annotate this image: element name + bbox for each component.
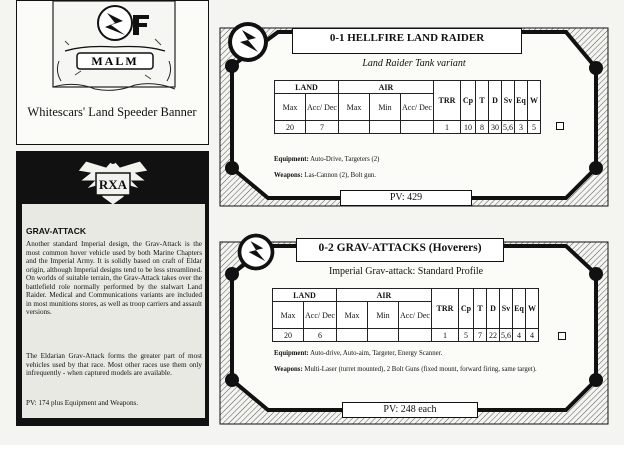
value-acc: 7 bbox=[305, 120, 339, 134]
equipment-label: Equipment: bbox=[274, 156, 309, 163]
header-w: W bbox=[527, 80, 541, 121]
header-w: W bbox=[525, 288, 539, 329]
checkbox-square bbox=[558, 332, 566, 340]
header-sv: Sv bbox=[501, 80, 515, 121]
value-cp: 5 bbox=[458, 328, 474, 342]
stats-table: LAND AIR TRR Cp T D Sv Eq W Max Acc/ Dec… bbox=[274, 80, 541, 134]
value-acc: 6 bbox=[303, 328, 337, 342]
value-air-max bbox=[336, 328, 368, 342]
card-title: 0-2 GRAV-ATTACKS (Hoverers) bbox=[318, 242, 482, 254]
banner-panel: MALM Whitescars' Land Speeder Banner bbox=[16, 0, 209, 145]
banner-flag-text: MALM bbox=[91, 54, 138, 68]
eagle-emblem-icon: RXA bbox=[77, 158, 149, 206]
equipment-text: Auto-Drive, Targeters (2) bbox=[310, 156, 380, 163]
card-subtitle: Land Raider Tank variant bbox=[362, 58, 466, 69]
header-air-max: Max bbox=[338, 93, 370, 121]
banner-caption: Whitescars' Land Speeder Banner bbox=[27, 105, 197, 119]
info-title: GRAV-ATTACK bbox=[26, 226, 86, 236]
equipment-label: Equipment: bbox=[274, 350, 309, 357]
value-eq: 3 bbox=[514, 120, 528, 134]
info-panel: RXA GRAV-ATTACK Another standard Imperia… bbox=[16, 151, 209, 426]
header-air: AIR bbox=[336, 288, 432, 302]
profile-card-hellfire: 0-1 HELLFIRE LAND RAIDER Land Raider Tan… bbox=[218, 18, 610, 216]
page-bottom-margin bbox=[0, 445, 624, 459]
info-paragraph-1: Another standard Imperial design, the Gr… bbox=[26, 240, 202, 316]
value-air-acc bbox=[400, 120, 434, 134]
value-trr: 1 bbox=[431, 328, 459, 342]
card-title: 0-1 HELLFIRE LAND RAIDER bbox=[329, 32, 485, 44]
equipment-line: Equipment: Auto-Drive, Targeters (2) bbox=[274, 156, 379, 163]
value-eq: 4 bbox=[512, 328, 526, 342]
header-air-min: Min bbox=[367, 301, 399, 329]
value-max: 20 bbox=[274, 120, 306, 134]
value-air-min bbox=[369, 120, 401, 134]
card-pv: PV: 248 each bbox=[342, 402, 478, 418]
value-sv: 5,6 bbox=[499, 328, 513, 342]
card-subtitle: Imperial Grav-attack: Standard Profile bbox=[328, 266, 484, 277]
value-air-acc bbox=[398, 328, 432, 342]
info-paragraph-2: The Eldarian Grav-Attack forms the great… bbox=[26, 352, 202, 377]
weapons-label: Weapons: bbox=[274, 172, 303, 179]
lightning-emblem-icon bbox=[228, 22, 268, 62]
weapons-line: Weapons: Multi-Laser (turret mounted), 2… bbox=[274, 366, 564, 375]
value-t: 7 bbox=[473, 328, 487, 342]
weapons-label: Weapons: bbox=[274, 366, 303, 373]
value-d: 30 bbox=[488, 120, 502, 134]
weapons-text: Las-Cannon (2), Bolt gun. bbox=[304, 172, 376, 179]
header-d: D bbox=[486, 288, 500, 329]
weapons-line: Weapons: Las-Cannon (2), Bolt gun. bbox=[274, 172, 376, 179]
header-d: D bbox=[488, 80, 502, 121]
stats-table: LAND AIR TRR Cp T D Sv Eq W Max Acc/ Dec… bbox=[272, 288, 539, 342]
weapons-text: Multi-Laser (turret mounted), 2 Bolt Gun… bbox=[304, 366, 537, 373]
header-air-acc: Acc/ Dec bbox=[398, 301, 432, 329]
card-title-box bbox=[292, 28, 522, 54]
info-pv: PV: 174 plus Equipment and Weapons. bbox=[26, 399, 139, 407]
header-air: AIR bbox=[338, 80, 434, 94]
header-trr: TRR bbox=[433, 80, 461, 121]
value-w: 4 bbox=[525, 328, 539, 342]
header-air-acc: Acc/ Dec bbox=[400, 93, 434, 121]
info-text-area: GRAV-ATTACK Another standard Imperial de… bbox=[22, 204, 205, 418]
header-sv: Sv bbox=[499, 288, 513, 329]
value-trr: 1 bbox=[433, 120, 461, 134]
header-max: Max bbox=[274, 93, 306, 121]
equipment-text: Auto-drive, Auto-aim, Targeter, Energy S… bbox=[310, 350, 443, 357]
header-trr: TRR bbox=[431, 288, 459, 329]
header-t: T bbox=[473, 288, 487, 329]
header-acc: Acc/ Dec bbox=[303, 301, 337, 329]
header-t: T bbox=[475, 80, 489, 121]
value-t: 8 bbox=[475, 120, 489, 134]
header-air-min: Min bbox=[369, 93, 401, 121]
value-cp: 10 bbox=[460, 120, 476, 134]
banner-illustration: MALM bbox=[52, 1, 176, 91]
header-land: LAND bbox=[274, 80, 339, 94]
eagle-emblem-text: RXA bbox=[99, 177, 128, 192]
header-cp: Cp bbox=[460, 80, 476, 121]
header-air-max: Max bbox=[336, 301, 368, 329]
header-eq: Eq bbox=[512, 288, 526, 329]
header-land: LAND bbox=[272, 288, 337, 302]
header-max: Max bbox=[272, 301, 304, 329]
value-air-max bbox=[338, 120, 370, 134]
equipment-line: Equipment: Auto-drive, Auto-aim, Targete… bbox=[274, 350, 442, 357]
card-pv: PV: 429 bbox=[340, 190, 472, 206]
lightning-emblem-icon bbox=[237, 233, 275, 271]
header-cp: Cp bbox=[458, 288, 474, 329]
value-d: 22 bbox=[486, 328, 500, 342]
card-title-box bbox=[296, 238, 504, 262]
value-w: 5 bbox=[527, 120, 541, 134]
value-air-min bbox=[367, 328, 399, 342]
header-acc: Acc/ Dec bbox=[305, 93, 339, 121]
value-max: 20 bbox=[272, 328, 304, 342]
checkbox-square bbox=[556, 122, 564, 130]
profile-card-grav-attack: 0-2 GRAV-ATTACKS (Hoverers) Imperial Gra… bbox=[218, 230, 610, 426]
header-eq: Eq bbox=[514, 80, 528, 121]
value-sv: 5,6 bbox=[501, 120, 515, 134]
